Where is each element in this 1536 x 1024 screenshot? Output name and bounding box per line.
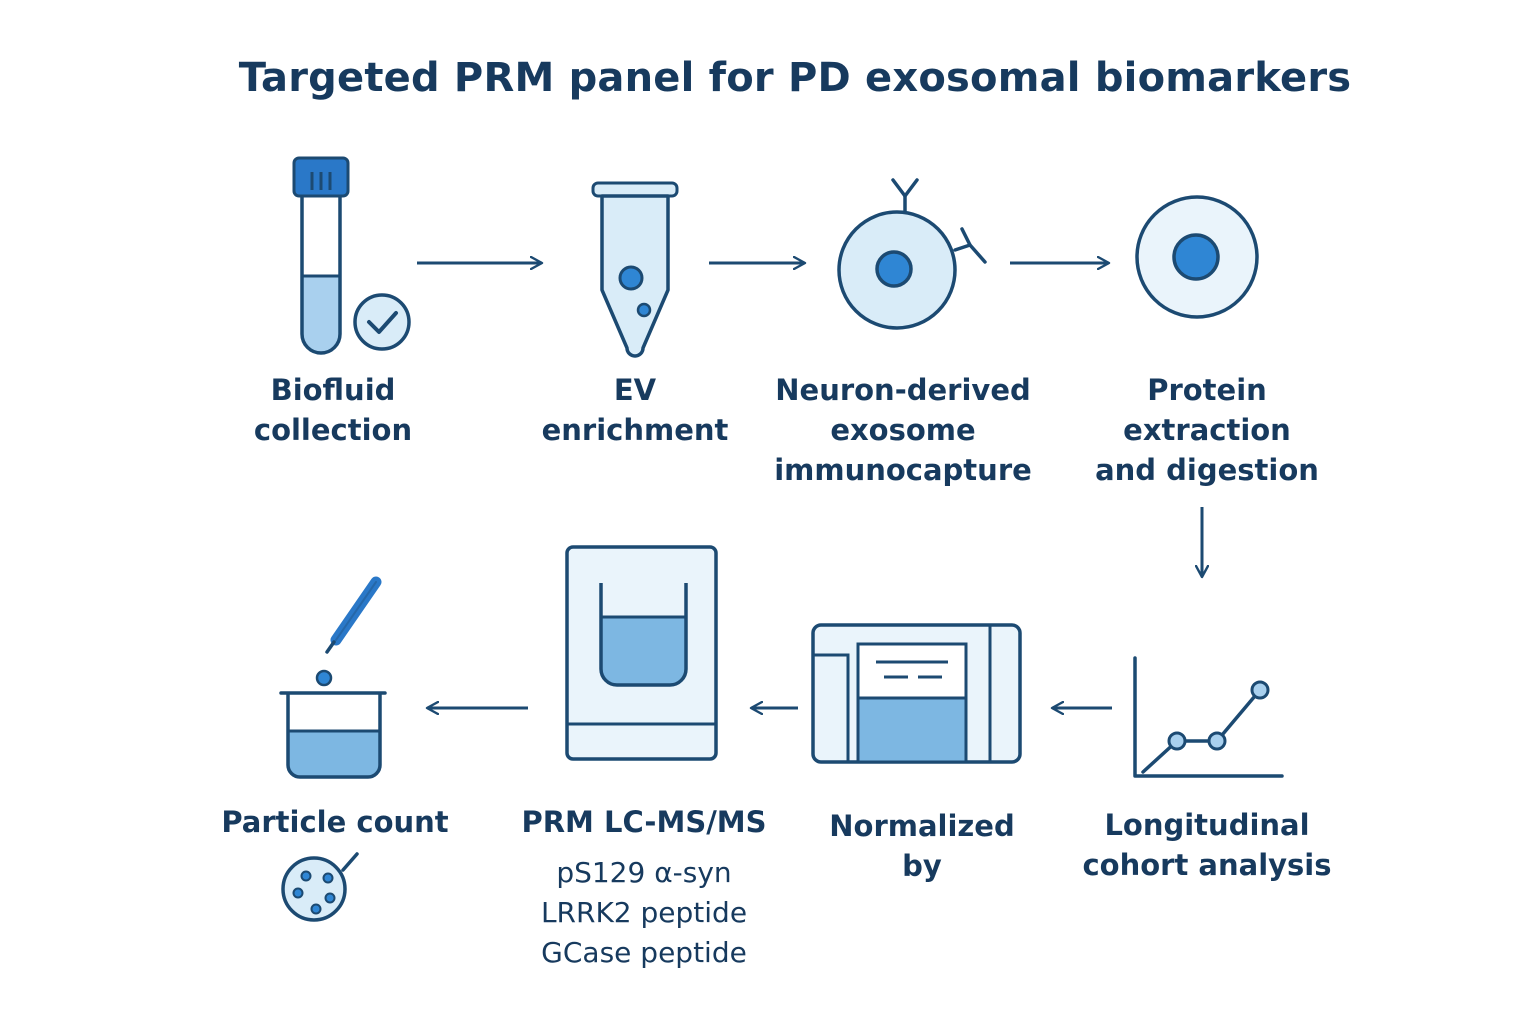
step-label-immunocapture: Neuron-derived exosome immunocapture [774,373,1032,487]
beaker-dropper-icon [279,576,387,779]
test-tube-check-icon [292,156,411,355]
prm-target-ps129: pS129 α-syn [556,856,732,889]
line-graph-icon [1133,656,1284,778]
step-label-longitudinal-analysis: Longitudinal cohort analysis [1082,808,1332,882]
vial-cartridge-icon [565,545,718,761]
vesicle-core-icon [1135,195,1259,319]
particle-dish-icon [281,852,359,922]
diagram-title: Targeted PRM panel for PD exosomal bioma… [238,55,1352,101]
prm-target-lrrk2: LRRK2 peptide [540,896,748,929]
step-label-particle-count: Particle count [221,805,449,839]
conical-tube-icon [591,181,679,358]
step-label-prm-lcms: PRM LC-MS/MS [521,805,767,839]
step-label-normalized-by: Normalized by [829,809,1015,883]
exosome-antibody-icon [837,178,987,330]
step-label-protein-extraction: Protein extraction and digestion [1095,373,1319,487]
step-label-ev-enrichment: EV enrichment [541,373,729,447]
prm-target-gcase: GCase peptide [541,936,747,969]
prm-target-list: pS129 α-syn LRRK2 peptide GCase peptide [494,853,794,973]
step-label-biofluid-collection: Biofluid collection [253,373,413,447]
instrument-panel-icon [811,623,1022,764]
